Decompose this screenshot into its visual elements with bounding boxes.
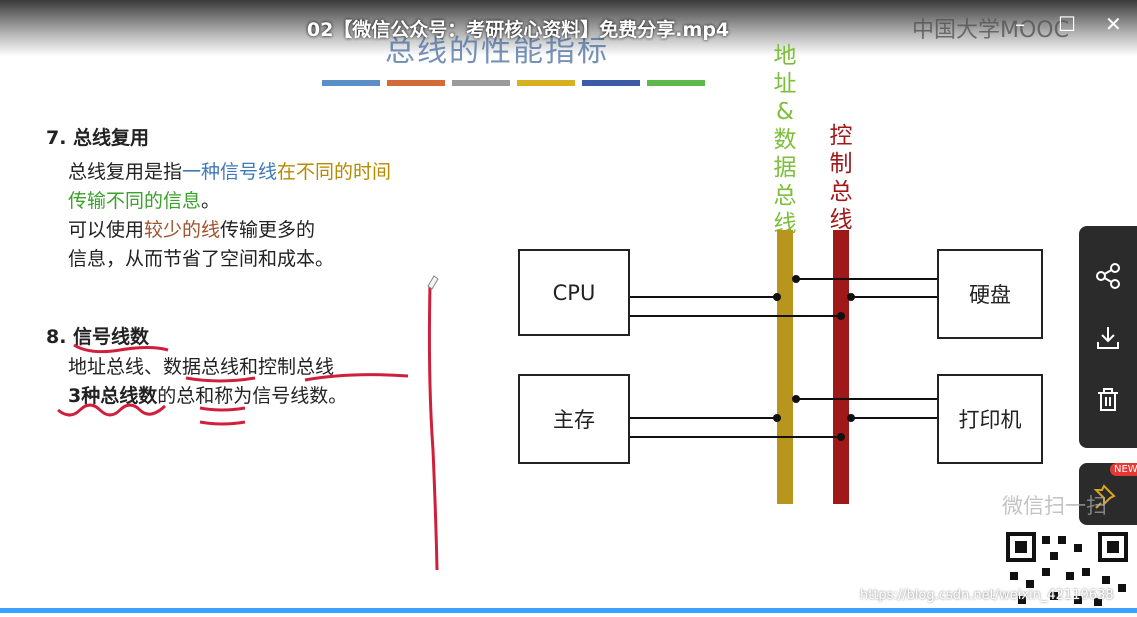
text-run: 。 [201, 190, 221, 212]
memory-box: 主存 [518, 374, 630, 464]
pin-icon [1093, 484, 1116, 509]
text-run: 传输更多的 [220, 219, 316, 241]
address-data-bus [777, 230, 793, 504]
control-bus-label: 控制总线 [829, 123, 853, 233]
title-stripe [582, 80, 640, 86]
text-run: 可以使用 [68, 219, 145, 241]
junction-dot [792, 275, 800, 283]
underline-sum-2 [199, 420, 246, 426]
text-run: 传输不同的信息 [68, 190, 202, 212]
title-stripe [517, 80, 575, 86]
new-badge: NEW [1110, 463, 1137, 476]
csdn-watermark: https://blog.csdn.net/weixin_42110638 [860, 588, 1114, 603]
qr-code [1002, 528, 1132, 613]
title-stripe [322, 80, 380, 86]
text-run: 在不 [277, 161, 316, 183]
video-title: 02【微信公众号：考研核心资料】免费分享.mp4 [306, 19, 730, 41]
share-button[interactable] [1079, 248, 1137, 304]
control-bus [833, 230, 849, 504]
wechat-scan-text: 微信扫一扫 [1002, 494, 1107, 518]
title-stripe [387, 80, 445, 86]
text-run: 总和 [176, 385, 215, 407]
text-run: 一种信号线 [182, 161, 278, 183]
printer-label: 打印机 [958, 408, 1022, 432]
text-run: 数据总线 [163, 356, 240, 378]
maximize-button[interactable]: ☐ [1058, 12, 1076, 36]
cpu-label: CPU [552, 280, 596, 305]
title-color-stripes [322, 80, 705, 86]
text-run: 和 [239, 356, 259, 378]
underline-sum-1 [199, 406, 246, 412]
disk-label: 硬盘 [969, 283, 1011, 307]
section-7-text: 总线复用是指一种信号线在不同的时间传输不同的信息。 可以使用较少的线传输更多的 … [68, 158, 398, 274]
share-icon [1096, 263, 1120, 289]
section-8-text: 地址总线、数据总线和控制总线 3种总线数的总和称为信号线数。 [68, 353, 428, 411]
download-icon [1097, 327, 1119, 349]
mooc-brand-logo: 中国大学MOOC [912, 18, 1069, 43]
junction-dot [837, 312, 845, 320]
text-run: 信息，从而节省了空间和成本。 [68, 248, 335, 270]
text-run: 总线复用是指 [68, 161, 183, 183]
title-stripe [452, 80, 510, 86]
title-stripe [647, 80, 705, 86]
underline-wavy [57, 403, 167, 417]
text-run: 称为信号线数。 [214, 385, 348, 407]
text-run: 控制总线 [258, 356, 335, 378]
download-button[interactable] [1079, 310, 1137, 366]
pen-cursor-icon [427, 275, 439, 290]
vertical-pen-line [427, 284, 439, 571]
text-run: 较少的线 [144, 219, 221, 241]
text-run: 地址总线、 [68, 356, 164, 378]
slide-title: 总线的性能指标 [385, 34, 609, 69]
underline-control-bus [304, 373, 409, 382]
junction-dot [837, 433, 845, 441]
qr-code-pattern [1006, 532, 1128, 606]
cpu-box: CPU [518, 249, 630, 336]
junction-dot [847, 414, 855, 422]
section-8-heading: 8. 信号线数 [46, 326, 150, 348]
delete-button[interactable] [1079, 372, 1137, 428]
section-7-heading: 7. 总线复用 [46, 127, 150, 149]
close-button[interactable]: ✕ [1105, 12, 1122, 36]
junction-dot [847, 293, 855, 301]
printer-box: 打印机 [937, 374, 1043, 464]
disk-box: 硬盘 [937, 249, 1043, 339]
text-run: 3种总线数 [68, 385, 158, 407]
video-progress-bar[interactable] [0, 608, 1137, 613]
trash-icon [1098, 388, 1118, 411]
text-run: 的 [157, 385, 177, 407]
minimize-button[interactable]: – [1015, 12, 1025, 36]
junction-dot [773, 414, 781, 422]
junction-dot [792, 395, 800, 403]
junction-dot [773, 293, 781, 301]
memory-label: 主存 [553, 408, 595, 432]
text-run: 同的时间 [315, 161, 392, 183]
video-title-bar [0, 0, 1137, 56]
underline-data-bus [185, 376, 256, 383]
underline-heading [73, 343, 169, 354]
